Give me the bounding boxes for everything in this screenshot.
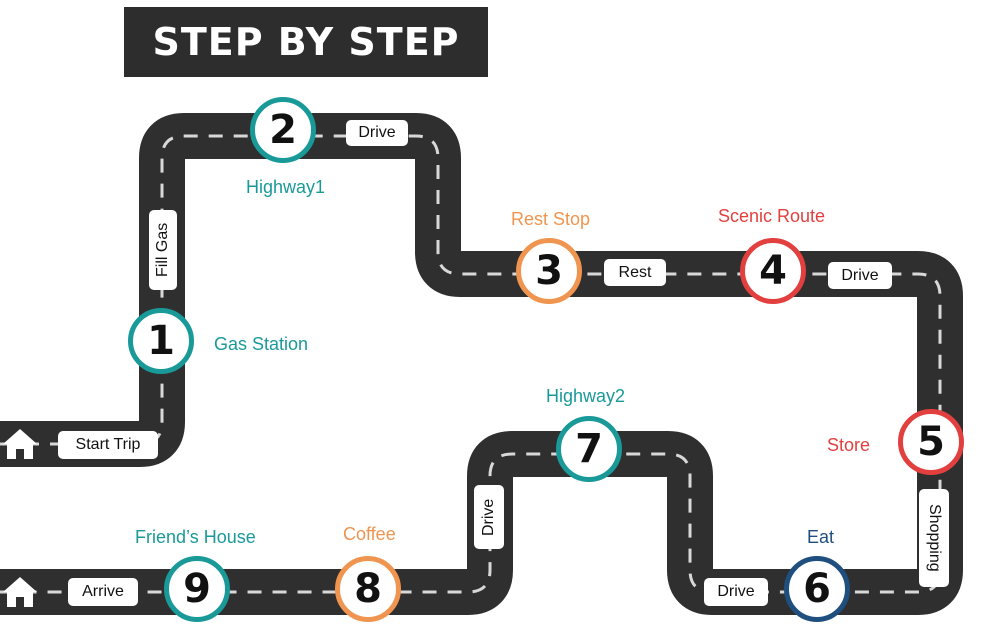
page-title: STEP BY STEP	[152, 20, 460, 64]
step-label-3: Rest Stop	[511, 209, 591, 229]
step-label-4: Scenic Route	[718, 206, 826, 226]
tag-start-trip: Start Trip	[58, 431, 158, 459]
tag-drive-before-6: Drive	[704, 578, 768, 606]
step-marker-4: 4	[740, 238, 806, 304]
step-marker-3: 3	[516, 238, 582, 304]
step-label-9: Friend’s House	[135, 527, 256, 547]
tag-rest: Rest	[604, 259, 666, 286]
step-number: 7	[575, 426, 603, 472]
step-label-7: Highway2	[546, 386, 626, 406]
step-label-1: Gas Station	[214, 334, 309, 354]
step-label-6: Eat	[807, 527, 835, 547]
step-marker-6: 6	[784, 556, 850, 622]
step-number: 2	[269, 107, 297, 153]
step-number: 4	[759, 248, 787, 294]
step-number: 8	[354, 566, 382, 612]
tag-shopping: Shopping	[919, 489, 949, 587]
tag-arrive: Arrive	[68, 578, 138, 606]
step-marker-2: 2	[250, 97, 316, 163]
tag-fill-gas: Fill Gas	[149, 210, 177, 290]
tag-drive-top: Drive	[346, 120, 408, 146]
step-number: 6	[803, 566, 831, 612]
step-marker-1: 1	[128, 308, 194, 374]
step-number: 1	[147, 318, 175, 364]
tag-drive-vertical: Drive	[474, 485, 504, 549]
title-banner: STEP BY STEP	[124, 7, 488, 77]
step-number: 5	[917, 419, 945, 465]
step-number: 3	[535, 248, 563, 294]
step-label-8: Coffee	[343, 524, 396, 544]
tag-drive-after-4: Drive	[828, 262, 892, 289]
home-icon	[3, 429, 37, 459]
step-marker-9: 9	[164, 556, 230, 622]
step-number: 9	[183, 566, 211, 612]
step-marker-5: 5	[898, 409, 964, 475]
step-label-2: Highway1	[246, 177, 326, 197]
step-label-5: Store	[827, 435, 871, 455]
step-marker-8: 8	[335, 556, 401, 622]
step-marker-7: 7	[556, 416, 622, 482]
home-icon	[3, 577, 37, 607]
